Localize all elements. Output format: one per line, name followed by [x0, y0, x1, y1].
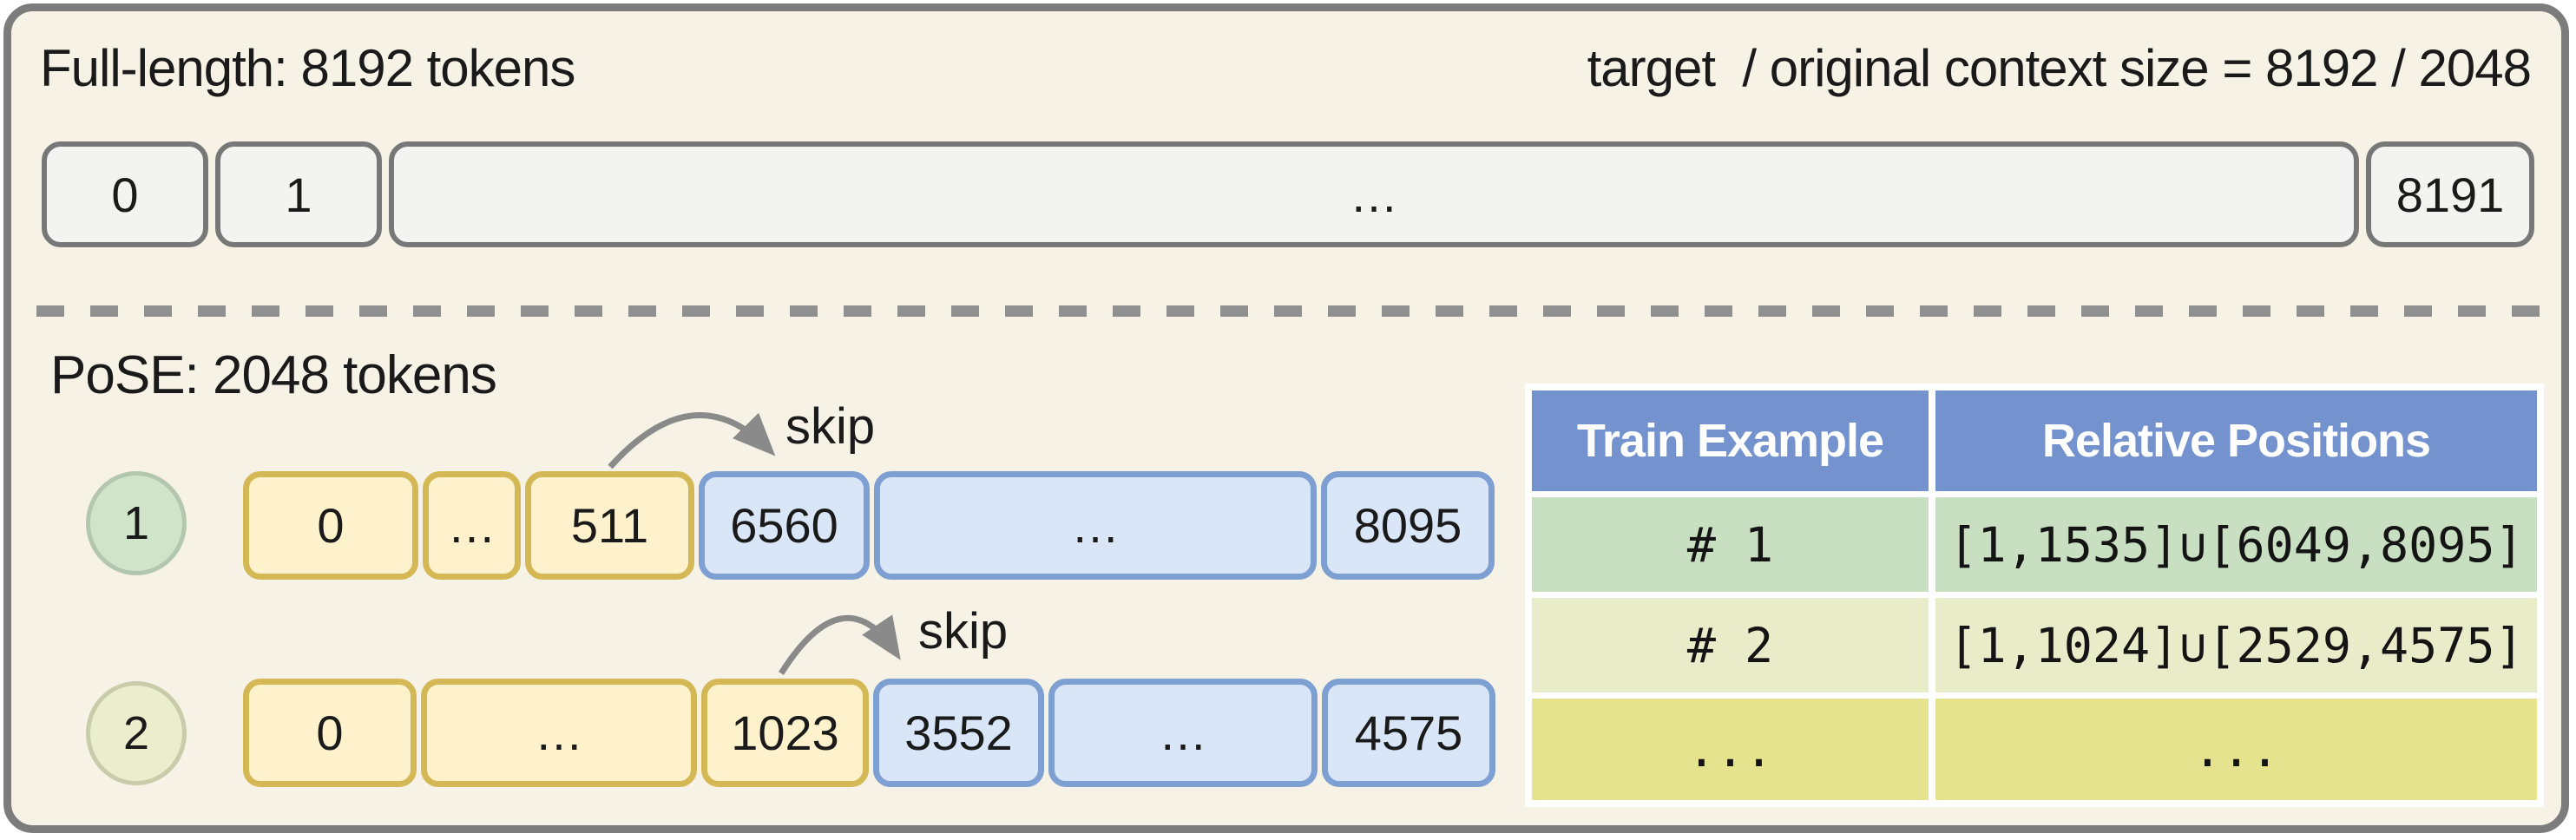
token-cell: 511	[525, 471, 694, 580]
token-cell: 6560	[699, 471, 870, 580]
example-1-badge: 1	[86, 471, 187, 575]
token-cell: 3552	[873, 679, 1044, 787]
example-2-badge: 2	[86, 681, 187, 785]
skip-label-1: skip	[785, 398, 876, 455]
pose-label: PoSE: 2048 tokens	[50, 345, 497, 405]
token-cell: 0	[243, 471, 418, 580]
token-cell: 4575	[1322, 679, 1495, 787]
table-cell: ...	[1935, 699, 2537, 800]
token-cell: …	[421, 679, 697, 787]
token-cell: 0	[42, 141, 208, 247]
table-header-cell: Train Example	[1532, 390, 1929, 491]
token-cell: 0	[243, 679, 417, 787]
dashed-divider	[36, 305, 2540, 317]
token-cell: 1	[215, 141, 382, 247]
token-cell: 8191	[2366, 141, 2534, 247]
table-cell: [1,1535]∪[6049,8095]	[1935, 497, 2537, 592]
table-cell: # 2	[1532, 598, 1929, 692]
context-ratio-label: target / original context size = 8192 / …	[1587, 38, 2532, 97]
table-cell: ...	[1532, 699, 1929, 800]
token-cell: 1023	[701, 679, 869, 787]
token-cell: …	[1048, 679, 1318, 787]
token-cell: …	[423, 471, 521, 580]
token-cell: …	[389, 141, 2359, 247]
skip-label-2: skip	[918, 603, 1009, 660]
token-cell: 8095	[1321, 471, 1495, 580]
table-header-cell: Relative Positions	[1935, 390, 2537, 491]
table-cell: [1,1024]∪[2529,4575]	[1935, 598, 2537, 692]
token-cell: …	[874, 471, 1317, 580]
full-length-label: Full-length: 8192 tokens	[40, 38, 575, 97]
table-cell: # 1	[1532, 497, 1929, 592]
